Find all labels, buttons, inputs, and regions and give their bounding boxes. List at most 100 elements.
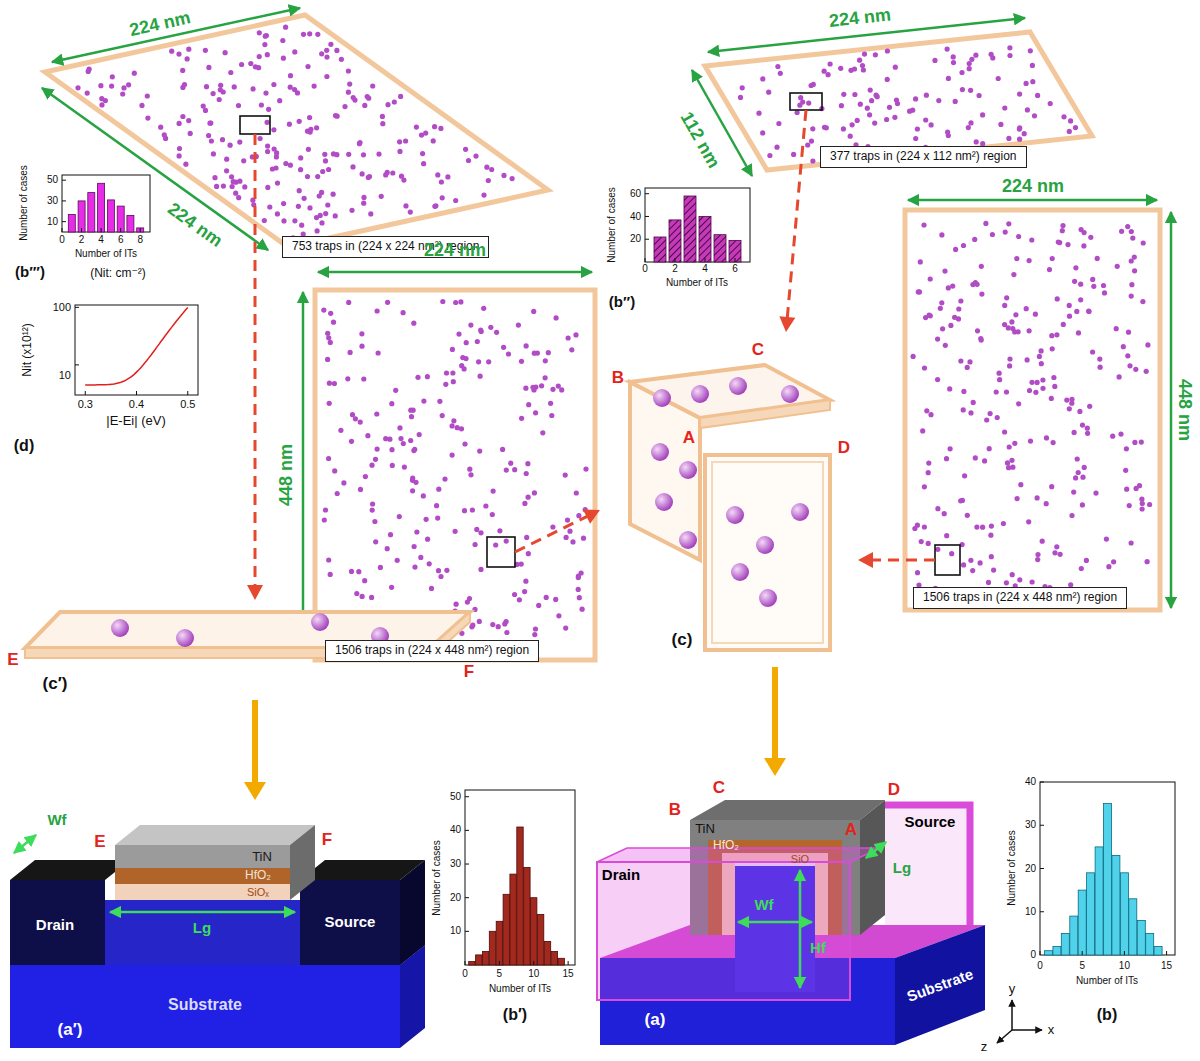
trap-dot bbox=[997, 377, 1002, 382]
trap-dot bbox=[961, 562, 966, 567]
circle-shape bbox=[726, 506, 744, 524]
rect-shape bbox=[315, 290, 595, 660]
tick-mark bbox=[1040, 825, 1044, 826]
tick-label: 10 bbox=[47, 216, 58, 228]
trap-dot bbox=[383, 436, 388, 441]
trap-dot bbox=[1035, 93, 1040, 98]
trap-dot bbox=[1080, 423, 1085, 428]
trap-dot bbox=[425, 374, 430, 379]
histogram-bar bbox=[1061, 933, 1069, 955]
g-shape bbox=[738, 842, 886, 988]
trap-dot bbox=[1015, 496, 1020, 501]
trap-dot bbox=[778, 71, 783, 76]
trap-dot bbox=[526, 551, 531, 556]
trap-dot bbox=[1129, 229, 1134, 234]
line-shape bbox=[110, 911, 295, 914]
trap-dot bbox=[1040, 539, 1045, 544]
tick-label: 10 bbox=[59, 369, 71, 382]
trap-dot bbox=[305, 174, 310, 179]
trap-dot bbox=[951, 54, 956, 59]
trap-dot bbox=[315, 174, 320, 179]
trap-dot bbox=[500, 447, 505, 452]
trap-dot bbox=[327, 381, 332, 386]
trap-dot bbox=[438, 574, 443, 579]
trap-dot bbox=[1024, 306, 1029, 311]
trap-dot bbox=[267, 204, 272, 209]
trap-dot bbox=[1002, 303, 1007, 308]
trap-dot bbox=[435, 172, 440, 177]
trap-dot bbox=[546, 350, 551, 355]
polygon-shape bbox=[712, 462, 823, 643]
trap-dot bbox=[1029, 380, 1034, 385]
trap-dot bbox=[524, 343, 529, 348]
tick-label: 40 bbox=[630, 211, 641, 223]
trap-dot bbox=[907, 109, 912, 114]
trap-dot bbox=[1137, 483, 1142, 488]
polygon-shape bbox=[860, 800, 885, 935]
trap-dot bbox=[1040, 386, 1045, 391]
trap-dot bbox=[1009, 319, 1014, 324]
trap-dot bbox=[401, 441, 406, 446]
trap-dot bbox=[996, 76, 1001, 81]
trap-dot bbox=[990, 55, 995, 60]
polyline-shape bbox=[885, 805, 970, 925]
trap-dot bbox=[522, 501, 527, 506]
trap-dot bbox=[1118, 432, 1123, 437]
trap-dot bbox=[809, 139, 814, 144]
arrow-head bbox=[583, 509, 600, 523]
trap-dot bbox=[360, 171, 365, 176]
polygon-shape bbox=[10, 860, 130, 880]
arrow-head bbox=[244, 782, 266, 800]
trap-dot bbox=[464, 340, 469, 345]
trap-dot bbox=[331, 320, 336, 325]
trap-dot bbox=[397, 514, 402, 519]
trap-dot bbox=[977, 93, 982, 98]
g-shape bbox=[42, 8, 1171, 658]
trap-dot bbox=[211, 151, 216, 156]
trap-dot bbox=[953, 247, 958, 252]
trap-dot bbox=[372, 519, 377, 524]
trap-dot bbox=[1102, 290, 1107, 295]
trap-dot bbox=[454, 602, 459, 607]
corner-letter: B bbox=[669, 800, 681, 820]
trap-dot bbox=[445, 174, 450, 179]
trap-dot bbox=[217, 97, 222, 102]
trap-dot bbox=[1058, 552, 1063, 557]
dimension-label: 224 nm bbox=[164, 199, 226, 252]
tick-mark bbox=[465, 830, 469, 831]
trap-dot bbox=[1078, 297, 1083, 302]
trap-dot bbox=[418, 555, 423, 560]
tick-label: 4 bbox=[702, 263, 708, 275]
connector-arrow bbox=[779, 110, 806, 332]
tick-label: 8 bbox=[137, 234, 143, 246]
dimension-label: Hf bbox=[810, 939, 826, 956]
trap-dot bbox=[928, 276, 933, 281]
connector-line bbox=[254, 134, 257, 588]
trap-dot bbox=[550, 524, 555, 529]
trap-dot bbox=[893, 65, 898, 70]
trap-dot bbox=[288, 163, 293, 168]
trap-dot bbox=[462, 366, 467, 371]
trap-dot bbox=[1106, 564, 1111, 569]
polygon-shape bbox=[705, 32, 1092, 170]
trap-dot bbox=[478, 530, 483, 535]
trap-dot bbox=[1090, 349, 1095, 354]
trap-dot bbox=[493, 542, 498, 547]
trap-dot bbox=[512, 592, 517, 597]
line-shape bbox=[997, 1030, 1012, 1043]
trap-dot bbox=[841, 92, 846, 97]
trap-dot bbox=[841, 126, 846, 131]
panel-tag: (d) bbox=[14, 437, 34, 455]
trap-dot bbox=[417, 432, 422, 437]
trap-dot bbox=[1101, 283, 1106, 288]
trap-dot bbox=[361, 201, 366, 206]
trap-dot bbox=[928, 412, 933, 417]
tick-mark bbox=[120, 228, 121, 232]
trap-dot bbox=[884, 117, 889, 122]
trap-dot bbox=[556, 613, 561, 618]
trap-dot bbox=[323, 158, 328, 163]
trap-dot bbox=[299, 223, 304, 228]
trap-dot bbox=[435, 516, 440, 521]
material-label: HfO₂ bbox=[713, 839, 739, 853]
trap-dot bbox=[424, 517, 429, 522]
